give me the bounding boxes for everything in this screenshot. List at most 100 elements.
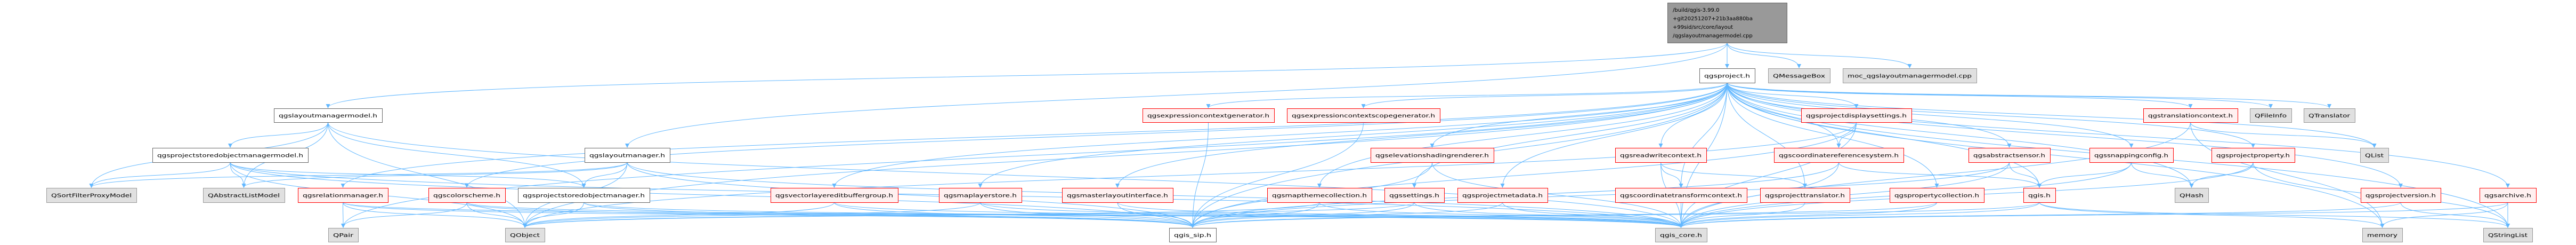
node-box bbox=[2362, 228, 2403, 242]
node-relation[interactable]: qgsrelationmanager.h bbox=[298, 188, 388, 203]
node-masterlayout[interactable]: qgsmasterlayoutinterface.h bbox=[1062, 188, 1173, 203]
node-qsfpm[interactable]: QSortFilterProxyModel bbox=[46, 188, 137, 203]
node-root[interactable]: /build/qgis-3.99.0+git20251207+21b3aa880… bbox=[1667, 3, 1787, 43]
node-colorscheme[interactable]: qgscolorscheme.h bbox=[428, 188, 506, 203]
edge-sensor-to-qgis_sip bbox=[1190, 162, 2010, 228]
edge-root-to-layoutmanager bbox=[625, 42, 1728, 148]
node-exprctxgen[interactable]: qgsexpressioncontextgenerator.h bbox=[1143, 108, 1275, 123]
edge-qgsproject-to-colorscheme bbox=[465, 82, 1728, 188]
node-qalm[interactable]: QAbstractListModel bbox=[203, 188, 285, 203]
edge-storedmgr-to-qgis_core bbox=[584, 202, 1683, 228]
edge-qgsproject-to-maptheme bbox=[1317, 82, 1728, 188]
edge-layoutmanager-to-qalm bbox=[241, 162, 628, 188]
node-displaysettings[interactable]: qgsprojectdisplaysettings.h bbox=[1801, 108, 1912, 123]
edge-root-to-qmessagebox bbox=[1727, 42, 1801, 68]
node-layerstore[interactable]: qgsmaplayerstore.h bbox=[939, 188, 1022, 203]
node-storedmgr[interactable]: qgsprojectstoredobjectmanager.h bbox=[518, 188, 650, 203]
edge-qgsproject-to-version bbox=[1727, 82, 2403, 188]
node-qlist[interactable]: QList bbox=[2360, 148, 2389, 163]
node-label: qgsrelationmanager.h bbox=[303, 193, 383, 199]
edge-colorscheme-to-qgis_core bbox=[466, 202, 1683, 228]
edge-qgsproject-to-propcoll bbox=[1727, 82, 1939, 188]
edge-layoutmanagermodel-to-storedmgr bbox=[328, 122, 586, 188]
node-box bbox=[1143, 108, 1275, 123]
node-translator[interactable]: qgsprojecttranslator.h bbox=[1760, 188, 1850, 203]
node-box bbox=[1890, 188, 1984, 203]
node-box bbox=[1615, 188, 1747, 203]
edge-layoutmanager-to-qsfpm bbox=[89, 162, 628, 188]
node-version[interactable]: qgsprojectversion.h bbox=[2361, 188, 2441, 203]
edge-qgsproject-to-relation bbox=[341, 82, 1728, 188]
node-qhash[interactable]: QHash bbox=[2175, 188, 2209, 203]
node-label: qgsprojectdisplaysettings.h bbox=[1806, 113, 1907, 119]
node-ctc[interactable]: qgscoordinatetransformcontext.h bbox=[1615, 188, 1747, 203]
node-settings[interactable]: qgssettings.h bbox=[1384, 188, 1445, 203]
node-layoutmanager[interactable]: qgslayoutmanager.h bbox=[585, 148, 670, 163]
edge-settings-to-qobject bbox=[523, 202, 1415, 228]
node-crs[interactable]: qgscoordinatereferencesystem.h bbox=[1774, 148, 1904, 163]
edge-storedmgr-to-qgis_sip bbox=[584, 202, 1195, 228]
node-qgis_sip[interactable]: qgis_sip.h bbox=[1169, 228, 1217, 242]
node-box bbox=[46, 188, 137, 203]
node-label: qgsprojectstoredobjectmanagermodel.h bbox=[157, 153, 303, 159]
node-readwrite[interactable]: qgsreadwritecontext.h bbox=[1615, 148, 1707, 163]
edge-translationcontext-to-memory bbox=[2190, 122, 2385, 228]
node-box bbox=[2143, 108, 2238, 123]
node-qgis_core[interactable]: qgis_core.h bbox=[1655, 228, 1707, 242]
node-box bbox=[1615, 148, 1707, 163]
node-box bbox=[298, 188, 388, 203]
edge-layoutmanager-to-storedmgr bbox=[581, 162, 628, 188]
node-label: qgsprojectstoredobjectmanager.h bbox=[523, 193, 645, 199]
node-snapping[interactable]: qgssnappingconfig.h bbox=[2089, 148, 2174, 163]
edge-qgsproject-to-memory bbox=[1727, 82, 2385, 228]
node-label: qgsabstractsensor.h bbox=[1973, 153, 2045, 159]
node-layoutmanagermodel[interactable]: qgslayoutmanagermodel.h bbox=[274, 108, 383, 123]
edge-qgis-to-memory bbox=[2039, 202, 2385, 228]
edge-colorscheme-to-qgis_sip bbox=[466, 202, 1195, 228]
edge-relation-to-qobject bbox=[343, 202, 527, 228]
node-metadata[interactable]: qgsprojectmetadata.h bbox=[1457, 188, 1548, 203]
node-qgsproject[interactable]: qgsproject.h bbox=[1699, 68, 1755, 83]
node-storedmodel[interactable]: qgsprojectstoredobjectmanagermodel.h bbox=[152, 148, 309, 163]
node-label: qgsmapthemecollection.h bbox=[1272, 193, 1367, 199]
node-qobject[interactable]: QObject bbox=[505, 228, 545, 242]
edge-translationcontext-to-qlist bbox=[2190, 122, 2377, 148]
node-editbuffer[interactable]: qgsvectorlayereditbuffergroup.h bbox=[771, 188, 898, 203]
edge-snapping-to-qgis bbox=[2037, 162, 2132, 188]
node-qmessagebox[interactable]: QMessageBox bbox=[1768, 68, 1830, 83]
node-box bbox=[505, 228, 545, 242]
node-projprop[interactable]: qgsprojectproperty.h bbox=[2212, 148, 2295, 163]
node-label-line: /qgslayoutmanagermodel.cpp bbox=[1673, 33, 1753, 39]
node-box bbox=[1371, 148, 1494, 163]
edge-layerstore-to-qgis_core bbox=[980, 202, 1683, 228]
node-box bbox=[1457, 188, 1548, 203]
node-box bbox=[2023, 188, 2056, 203]
node-qgis[interactable]: qgis.h bbox=[2023, 188, 2056, 203]
node-label: qgsreadwritecontext.h bbox=[1620, 153, 1702, 159]
node-qtranslator[interactable]: QTranslator bbox=[2304, 108, 2355, 123]
edge-layoutmanager-to-qgis_sip bbox=[627, 162, 1195, 228]
node-translationcontext[interactable]: qgstranslationcontext.h bbox=[2143, 108, 2238, 123]
node-label: QPair bbox=[333, 233, 354, 239]
node-label: qgscoordinatetransformcontext.h bbox=[1620, 193, 1742, 199]
node-qstringlist[interactable]: QStringList bbox=[2483, 228, 2533, 242]
node-label: qgstranslationcontext.h bbox=[2148, 113, 2233, 119]
node-qpair[interactable]: QPair bbox=[328, 228, 359, 242]
edge-qgsproject-to-archive bbox=[1727, 82, 2510, 188]
node-moc[interactable]: moc_qgslayoutmanagermodel.cpp bbox=[1843, 68, 1977, 83]
node-memory[interactable]: memory bbox=[2362, 228, 2403, 242]
node-elevation[interactable]: qgselevationshadingrenderer.h bbox=[1371, 148, 1494, 163]
node-box bbox=[328, 228, 359, 242]
edge-readwrite-to-translator bbox=[1660, 162, 1807, 188]
node-label: qgsmaplayerstore.h bbox=[944, 193, 1017, 199]
edge-qgsproject-to-exprscopegen bbox=[1361, 82, 1728, 108]
node-exprscopegen[interactable]: qgsexpressioncontextscopegenerator.h bbox=[1287, 108, 1440, 123]
node-maptheme[interactable]: qgsmapthemecollection.h bbox=[1267, 188, 1372, 203]
node-archive[interactable]: qgsarchive.h bbox=[2480, 188, 2537, 203]
node-sensor[interactable]: qgsabstractsensor.h bbox=[1969, 148, 2051, 163]
node-box bbox=[2175, 188, 2209, 203]
edge-qgsproject-to-qtranslator bbox=[1727, 82, 2331, 108]
edge-qgsproject-to-translator bbox=[1727, 82, 1807, 188]
node-propcoll[interactable]: qgspropertycollection.h bbox=[1890, 188, 1984, 203]
node-qfileinfo[interactable]: QFileInfo bbox=[2250, 108, 2292, 123]
